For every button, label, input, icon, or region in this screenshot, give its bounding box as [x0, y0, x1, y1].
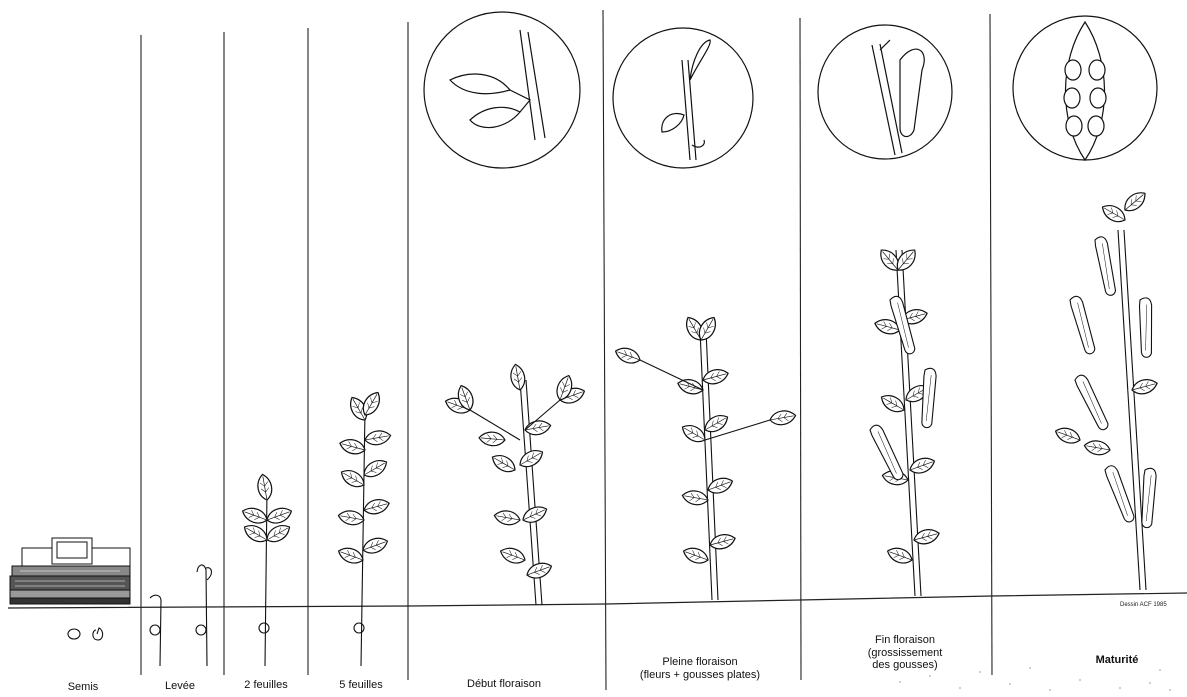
flower-detail-circle [424, 12, 580, 168]
five-leaf-plant [336, 389, 392, 666]
stage-detail-fin-floraison-2: des gousses) [850, 659, 960, 671]
stage-label-semis: Semis [55, 681, 111, 693]
divider-line [603, 10, 606, 690]
stage-label-5-feuilles: 5 feuilles [324, 679, 398, 691]
stage-detail-fin-floraison-1: (grossissement [850, 647, 960, 659]
mature-pod-detail-circle [1013, 16, 1157, 160]
seedling-illustration [150, 565, 211, 666]
ground-line [8, 593, 1187, 608]
stage-label-debut-floraison: Début floraison [440, 678, 568, 690]
end-flowering-plant [869, 246, 941, 596]
pod-growth-detail-circle [818, 25, 952, 159]
mature-plant [1053, 188, 1161, 590]
two-leaf-plant [240, 473, 293, 666]
divider-line [800, 18, 801, 680]
stage-label-levee: Levée [155, 680, 205, 692]
divider-line [990, 14, 992, 675]
full-flowering-plant [613, 314, 797, 600]
seed-icons [68, 628, 103, 640]
stage-label-maturite: Maturité [1082, 654, 1152, 666]
illustration-credit: Dessin ACF 1985 [1120, 602, 1167, 608]
early-flowering-plant [443, 363, 586, 605]
stage-detail-pleine-floraison: (fleurs + gousses plates) [630, 669, 770, 681]
flower-pod-detail-circle [613, 28, 753, 168]
stage-label-pleine-floraison: Pleine floraison [630, 656, 770, 668]
stage-label-fin-floraison: Fin floraison [860, 634, 950, 646]
seed-drill-illustration [10, 538, 130, 604]
stage-label-2-feuilles: 2 feuilles [230, 679, 302, 691]
